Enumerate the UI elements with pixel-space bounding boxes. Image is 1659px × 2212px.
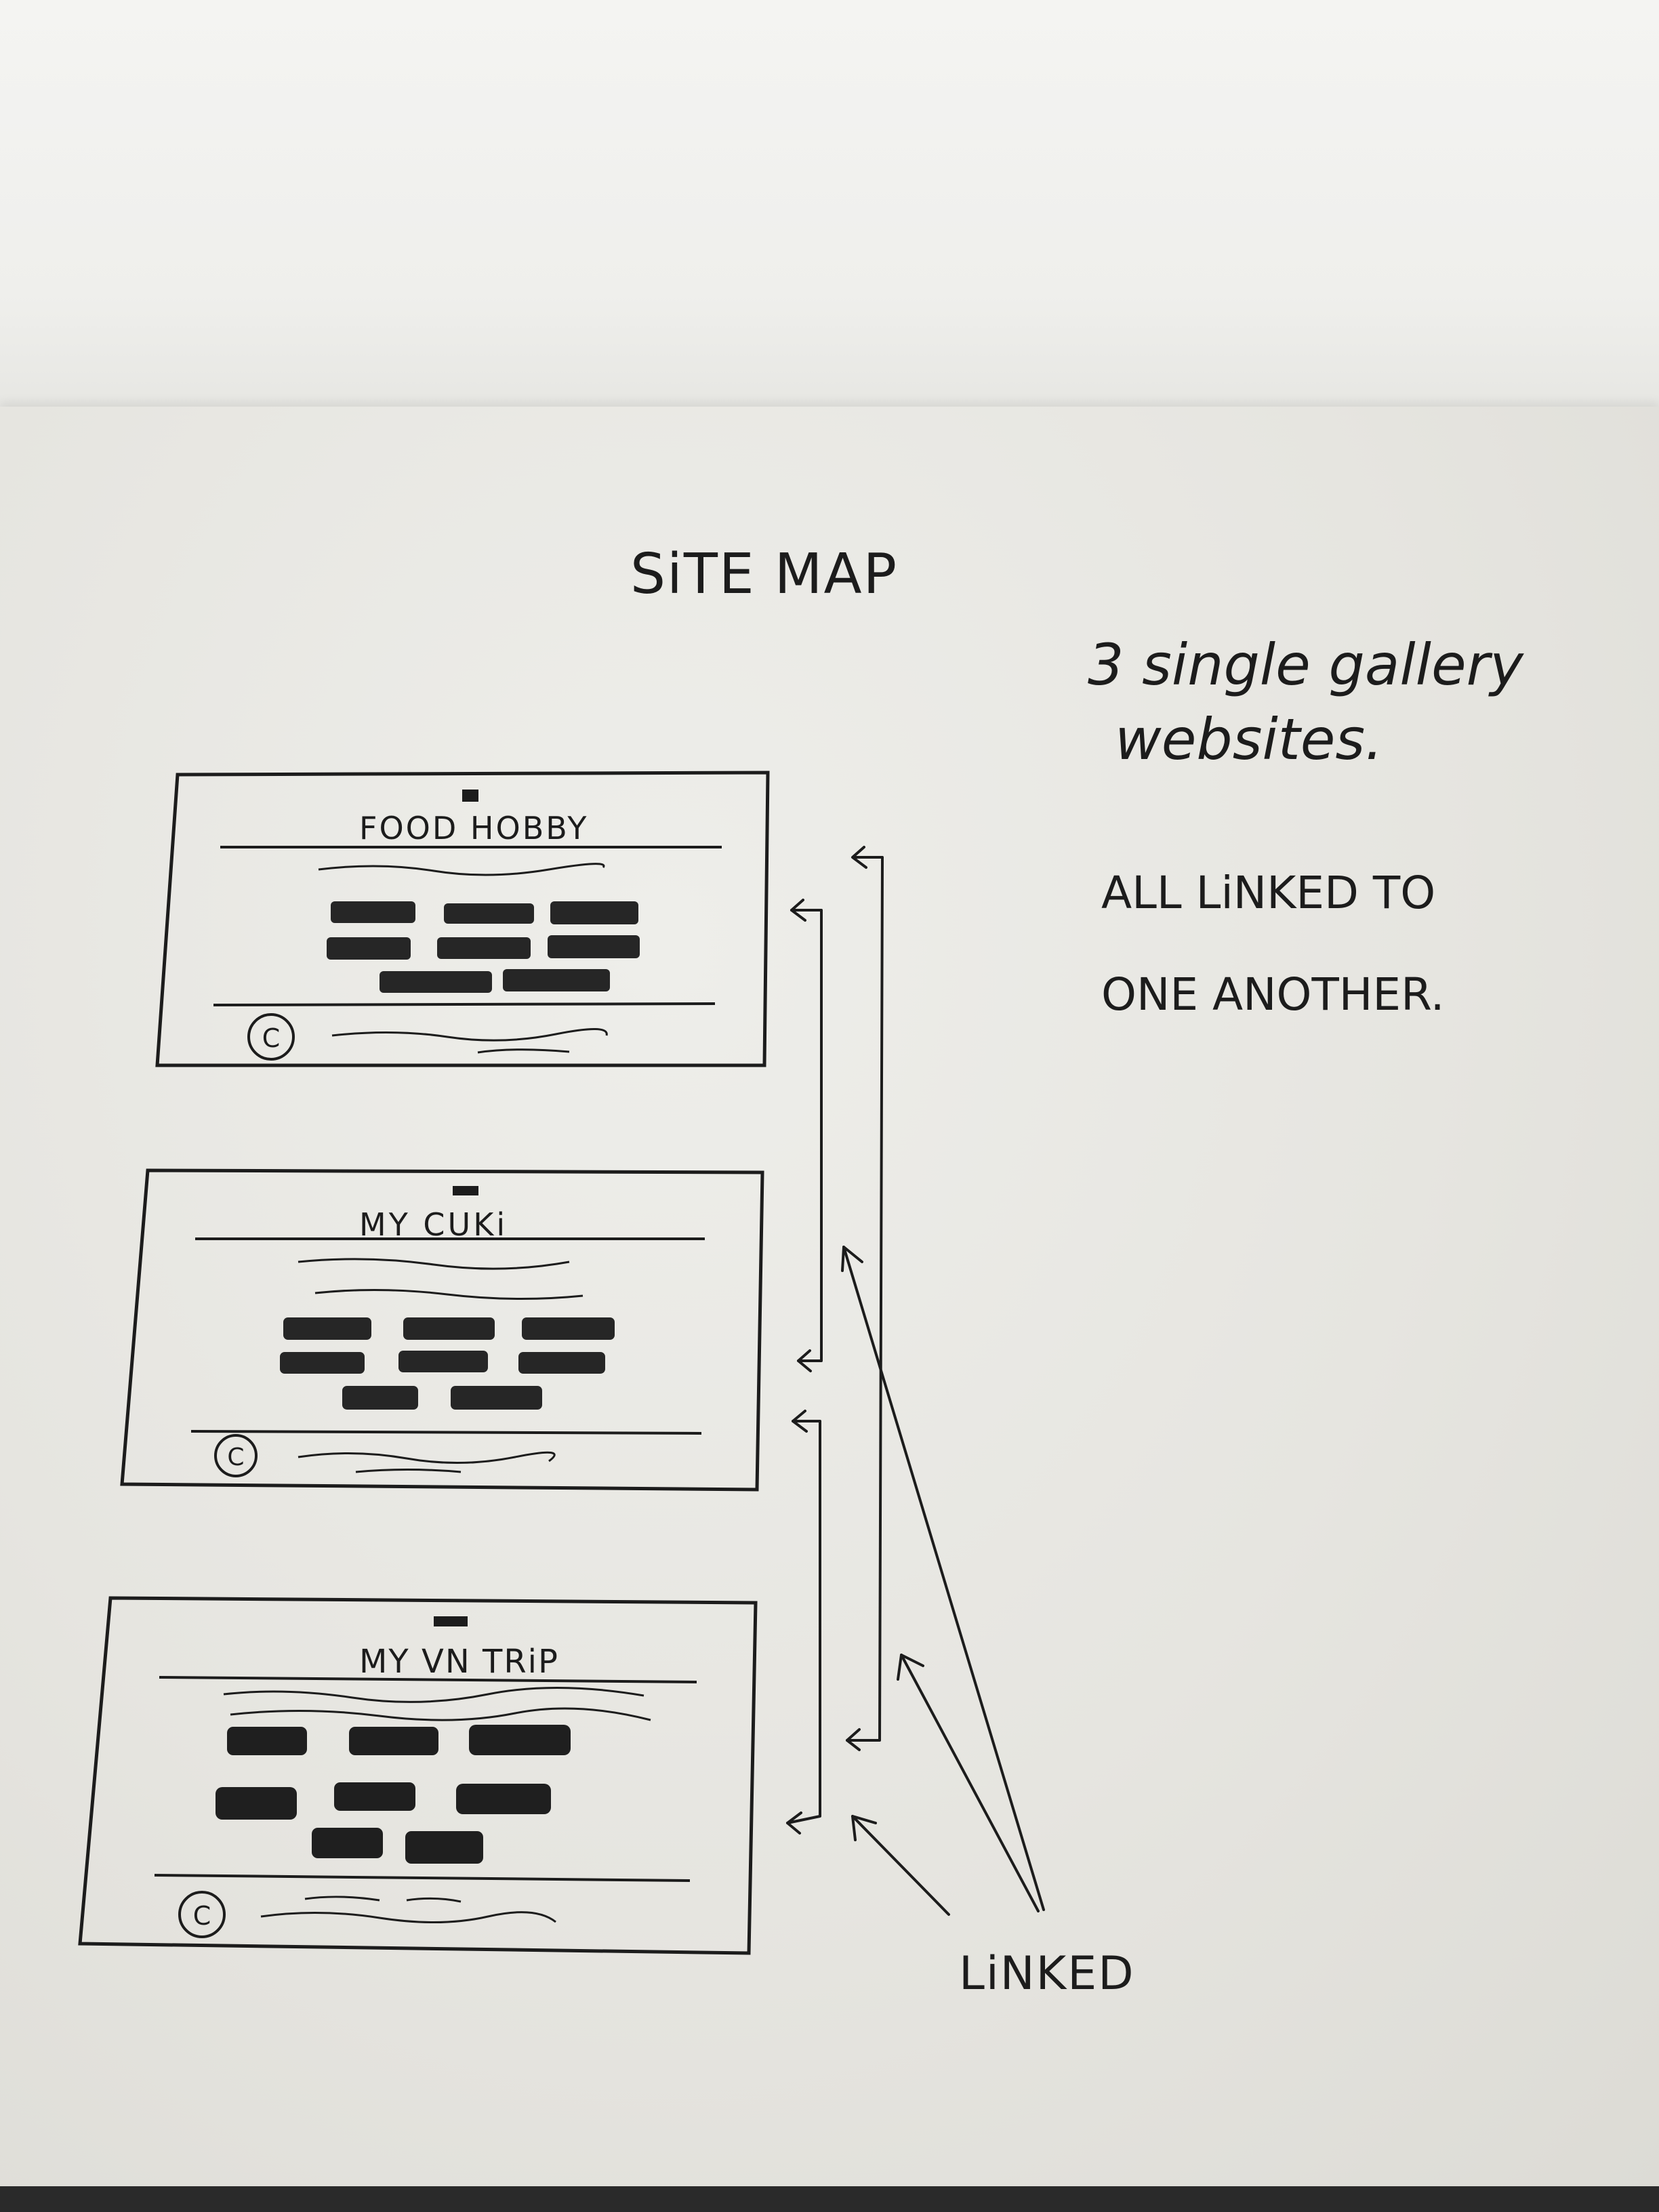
thumbnail	[456, 1784, 551, 1814]
thumbnail	[334, 1782, 415, 1811]
thumbnail	[550, 901, 638, 924]
site-title: FOOD HOBBY	[359, 810, 588, 846]
thumbnail	[518, 1352, 605, 1374]
thumbnail	[522, 1317, 615, 1340]
arrow-head	[792, 1410, 808, 1433]
note-block: 3 single gallery websites. ALL LiNKED TO…	[1088, 632, 1524, 1021]
gallery-thumbnails	[280, 1317, 615, 1410]
logo-mark	[434, 1616, 468, 1626]
pointer-arrow	[900, 1654, 1040, 1912]
gallery-thumbnails	[216, 1725, 571, 1864]
copyright-icon	[214, 1434, 258, 1477]
thumbnail	[444, 903, 534, 924]
gallery-thumbnails	[327, 901, 640, 993]
thumbnail	[327, 937, 411, 960]
footer-rule	[154, 1874, 691, 1882]
copyright-letter: C	[262, 1023, 281, 1053]
browser-frame	[78, 1596, 758, 1955]
note-line-1: 3 single gallery	[1088, 632, 1524, 698]
footer-rule	[190, 1430, 702, 1435]
intro-text-scribble	[298, 1258, 583, 1300]
footer-text-scribble	[260, 1896, 556, 1924]
site-title: MY CUKi	[359, 1206, 508, 1243]
thumbnail	[548, 935, 640, 958]
link-connectors	[786, 846, 1045, 1916]
footer-rule	[213, 1002, 716, 1006]
arrow-head	[790, 899, 806, 922]
thumbnail	[331, 901, 415, 923]
link-bracket-site2-site3	[786, 1420, 821, 1824]
footer-text-scribble	[331, 1028, 608, 1054]
link-bracket-site1-site3	[846, 856, 884, 1742]
logo-mark	[462, 790, 478, 802]
arrow-head	[897, 1654, 924, 1681]
thumbnail	[216, 1787, 297, 1820]
arrow-head	[797, 1349, 812, 1372]
thumbnail	[280, 1352, 365, 1374]
table-surface	[0, 2186, 1659, 2212]
arrow-head	[841, 1246, 863, 1272]
thumbnail	[312, 1828, 383, 1858]
arrow-head	[851, 846, 867, 869]
link-bracket-site1-site2	[790, 909, 823, 1362]
thumbnail	[403, 1317, 495, 1340]
pointer-arrow	[851, 1815, 950, 1916]
note-line-2: websites.	[1115, 706, 1383, 773]
site-title: MY VN TRiP	[359, 1643, 559, 1681]
copyright-icon	[178, 1891, 226, 1938]
browser-frame	[155, 771, 770, 1067]
thumbnail	[405, 1831, 483, 1864]
browser-frame	[120, 1168, 764, 1492]
logo-mark	[453, 1186, 478, 1195]
note-line-3: ALL LiNKED TO	[1101, 867, 1435, 919]
thumbnail	[451, 1386, 542, 1410]
thumbnail	[227, 1727, 307, 1755]
arrow-head	[846, 1728, 861, 1751]
sitemap-paper-sheet	[0, 407, 1659, 2189]
copyright-icon	[247, 1013, 295, 1061]
thumbnail	[503, 969, 610, 991]
note-line-4: ONE ANOTHER.	[1101, 968, 1445, 1021]
intro-text-scribble	[318, 863, 605, 876]
thumbnail	[342, 1386, 418, 1410]
thumbnail	[380, 971, 492, 993]
copyright-letter: C	[193, 1901, 211, 1931]
pointer-arrow	[842, 1246, 1045, 1911]
diagram-title: SiTE MAP	[630, 542, 898, 607]
thumbnail	[283, 1317, 371, 1340]
site-wireframe-my-cuki: MY CUKi C	[120, 1168, 764, 1492]
linked-label: LiNKED	[959, 1947, 1135, 2001]
top-paper-sheet	[0, 0, 1659, 420]
arrow-head	[786, 1811, 802, 1835]
site-wireframe-my-vn-trip: MY VN TRiP C	[78, 1596, 758, 1955]
thumbnail	[437, 937, 531, 959]
intro-text-scribble	[223, 1687, 651, 1721]
copyright-letter: C	[227, 1443, 244, 1471]
thumbnail	[349, 1727, 438, 1755]
header-rule	[159, 1676, 697, 1683]
site-wireframe-food-hobby: FOOD HOBBY C	[155, 771, 770, 1067]
thumbnail	[469, 1725, 571, 1755]
footer-text-scribble	[298, 1451, 556, 1473]
arrow-head	[851, 1815, 877, 1841]
thumbnail	[398, 1351, 488, 1372]
